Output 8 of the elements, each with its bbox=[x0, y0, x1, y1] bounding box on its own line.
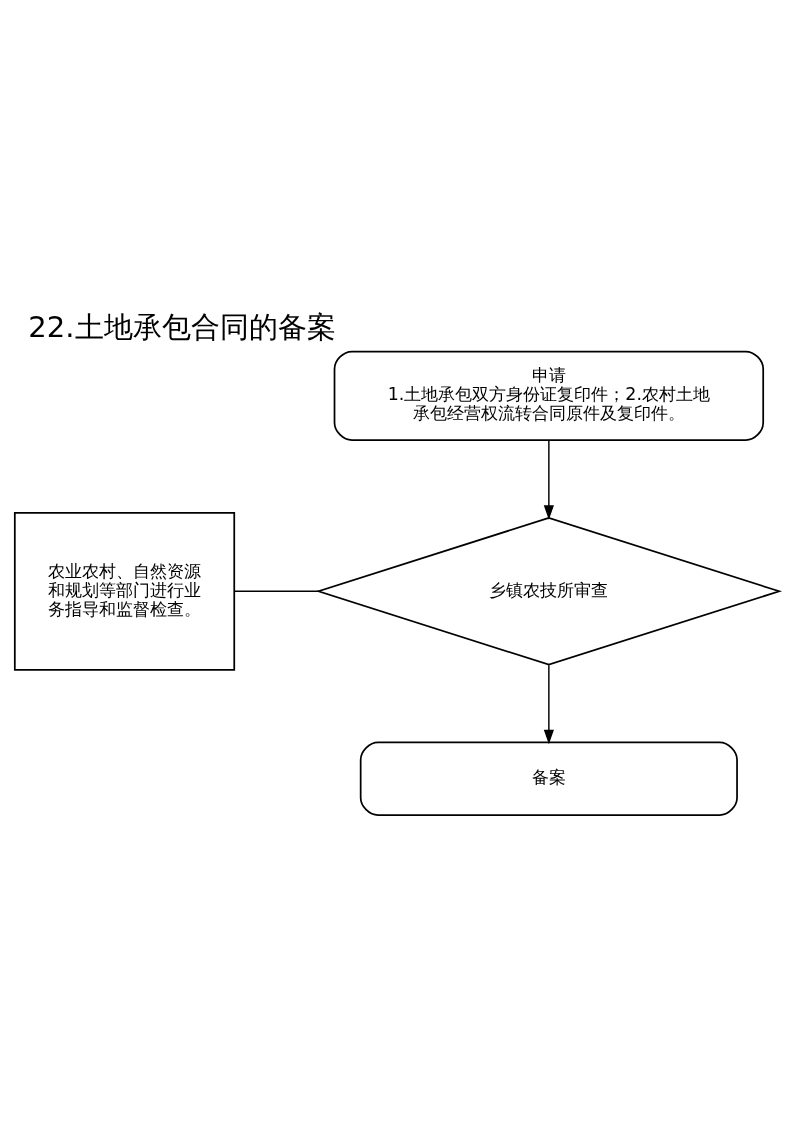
node-box: 备案 bbox=[359, 741, 738, 816]
arrow bbox=[543, 663, 554, 744]
arrow bbox=[543, 439, 554, 520]
diagram-title: 22.土地承包合同的备案 bbox=[27, 309, 336, 344]
node-diamond: 乡镇农技所审查 bbox=[315, 516, 782, 666]
connector bbox=[233, 590, 319, 592]
node-box: 申请 1.土地承包双方身份证复印件；2.农村土地承包经营权流转合同原件及复印件。 bbox=[333, 350, 764, 441]
node-box: 农业农村、自然资源和规划等部门进行业务指导和监督检查。 bbox=[13, 511, 235, 671]
